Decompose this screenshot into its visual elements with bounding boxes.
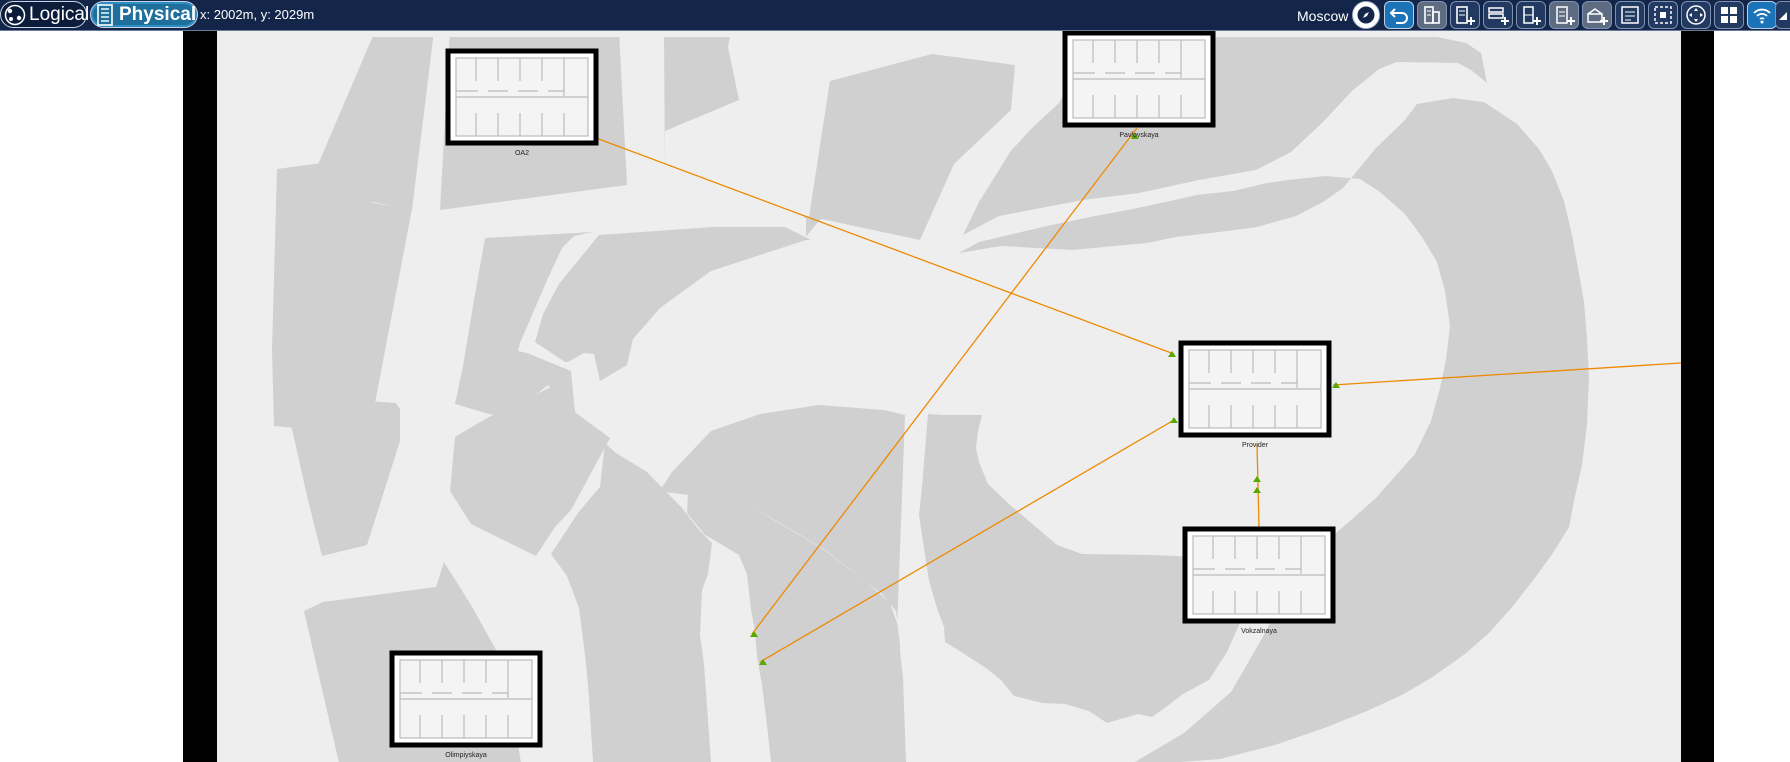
add-rack-icon[interactable] (1483, 1, 1513, 29)
building-label: Provider (1242, 442, 1269, 449)
wireless-icon[interactable] (1747, 1, 1777, 29)
building-icon (94, 3, 116, 26)
physical-mode-button[interactable]: Physical (90, 1, 198, 28)
building-pavlovskaya[interactable]: Pavlovskaya (1065, 33, 1213, 139)
building-label: Vokzalnaya (1241, 628, 1277, 635)
city-map[interactable]: OA2 Pavlovskaya Provider Vokzalnaya Olim… (217, 31, 1681, 762)
add-building-icon[interactable] (1450, 1, 1480, 29)
network-nodes-icon (4, 4, 26, 26)
building-label: Olimpiyskaya (445, 752, 487, 759)
physical-mode-label: Physical (119, 3, 197, 25)
building-vokzalnaya[interactable]: Vokzalnaya (1185, 529, 1333, 635)
cursor-coordinates: x: 2002m, y: 2029m (200, 7, 315, 22)
building-label: OA2 (515, 150, 529, 157)
top-toolbar: Logical Physical x: 2002m, y: 2029m Mosc… (0, 0, 1790, 31)
add-closet-icon[interactable] (1549, 1, 1579, 29)
roads (217, 31, 1681, 37)
link-endpoints (571, 127, 1340, 665)
building-label: Pavlovskaya (1119, 132, 1158, 139)
building-olimpiyskaya[interactable]: Olimpiyskaya (392, 653, 540, 759)
add-room-icon[interactable] (1582, 1, 1612, 29)
building-provider[interactable]: Provider (1181, 343, 1329, 449)
network-overlay: OA2 Pavlovskaya Provider Vokzalnaya Olim… (217, 31, 1681, 759)
logical-mode-label: Logical (29, 3, 90, 25)
location-name: Moscow (1297, 8, 1349, 24)
logical-mode-button[interactable]: Logical (0, 1, 90, 28)
notes-icon[interactable] (1615, 1, 1645, 29)
network-links (571, 127, 1681, 663)
grid-view-icon[interactable] (1714, 1, 1744, 29)
building-oa2[interactable]: OA2 (448, 51, 596, 157)
undo-icon[interactable] (1384, 1, 1414, 29)
collapse-icon[interactable] (1775, 1, 1790, 29)
add-floor-icon[interactable] (1516, 1, 1546, 29)
move-icon[interactable] (1681, 1, 1711, 29)
compass-icon[interactable] (1352, 1, 1380, 29)
building-list-icon[interactable] (1417, 1, 1447, 29)
select-area-icon[interactable] (1648, 1, 1678, 29)
